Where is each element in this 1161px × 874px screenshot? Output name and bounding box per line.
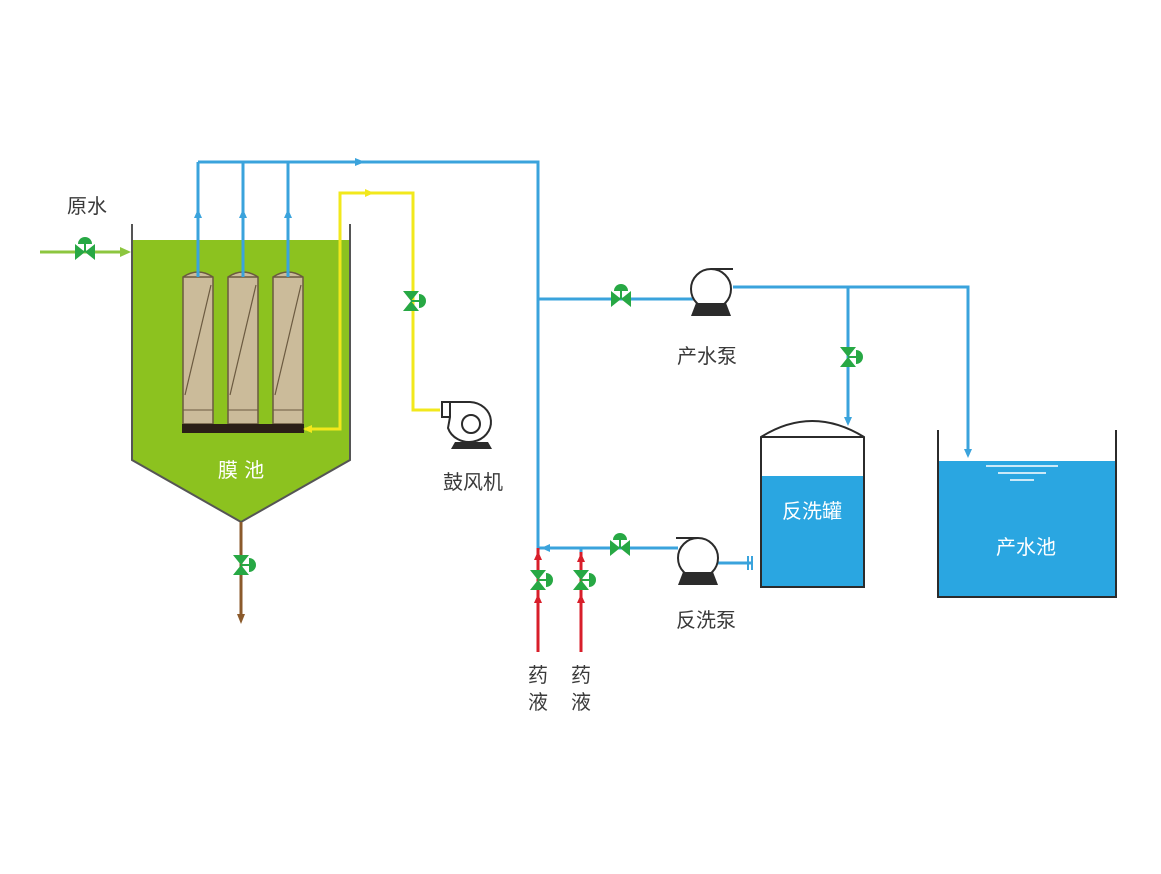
membrane-tank-label: 膜 池 <box>218 458 264 482</box>
blower-icon[interactable] <box>441 401 492 449</box>
chemical-arrow <box>577 553 585 562</box>
valve-icon[interactable] <box>610 283 632 308</box>
chemical-2-label-line1: 药 <box>571 663 591 687</box>
chemical-1-label-line1: 药 <box>528 663 548 687</box>
valve-icon[interactable] <box>609 532 631 557</box>
pump-icon[interactable] <box>676 537 719 585</box>
air-piping <box>305 191 440 431</box>
product-pump-label: 产水泵 <box>677 344 737 368</box>
backwash-tank <box>760 420 865 588</box>
chemical-arrow <box>534 551 542 560</box>
blower-label: 鼓风机 <box>443 470 503 494</box>
raw-water-inlet <box>40 236 131 261</box>
product-water-piping <box>196 160 970 565</box>
valve-icon[interactable] <box>529 569 554 591</box>
membrane-module-2 <box>227 271 259 425</box>
chemical-1-label-line2: 液 <box>528 690 548 714</box>
air-arrow <box>303 425 312 433</box>
pump-icon[interactable] <box>690 268 733 316</box>
membrane-module-3 <box>272 271 304 425</box>
membrane-modules <box>182 271 304 433</box>
chemical-arrow <box>577 594 585 603</box>
valve-icon[interactable] <box>232 554 257 576</box>
membrane-module-1 <box>182 271 214 425</box>
valve-icon[interactable] <box>74 236 96 261</box>
chemical-piping <box>536 548 583 652</box>
product-pool-label: 产水池 <box>996 535 1056 559</box>
valve-icon[interactable] <box>572 569 597 591</box>
air-arrow <box>365 189 374 197</box>
backwash-pump-label: 反洗泵 <box>676 608 736 632</box>
valve-icon[interactable] <box>402 290 427 312</box>
backwash-tank-label: 反洗罐 <box>782 499 842 523</box>
raw-water-label: 原水 <box>67 194 107 218</box>
valve-icon[interactable] <box>839 346 864 368</box>
product-pool <box>937 430 1117 598</box>
chemical-arrow <box>534 594 542 603</box>
aeration-base <box>182 424 304 433</box>
chemical-2-label-line2: 液 <box>571 690 591 714</box>
